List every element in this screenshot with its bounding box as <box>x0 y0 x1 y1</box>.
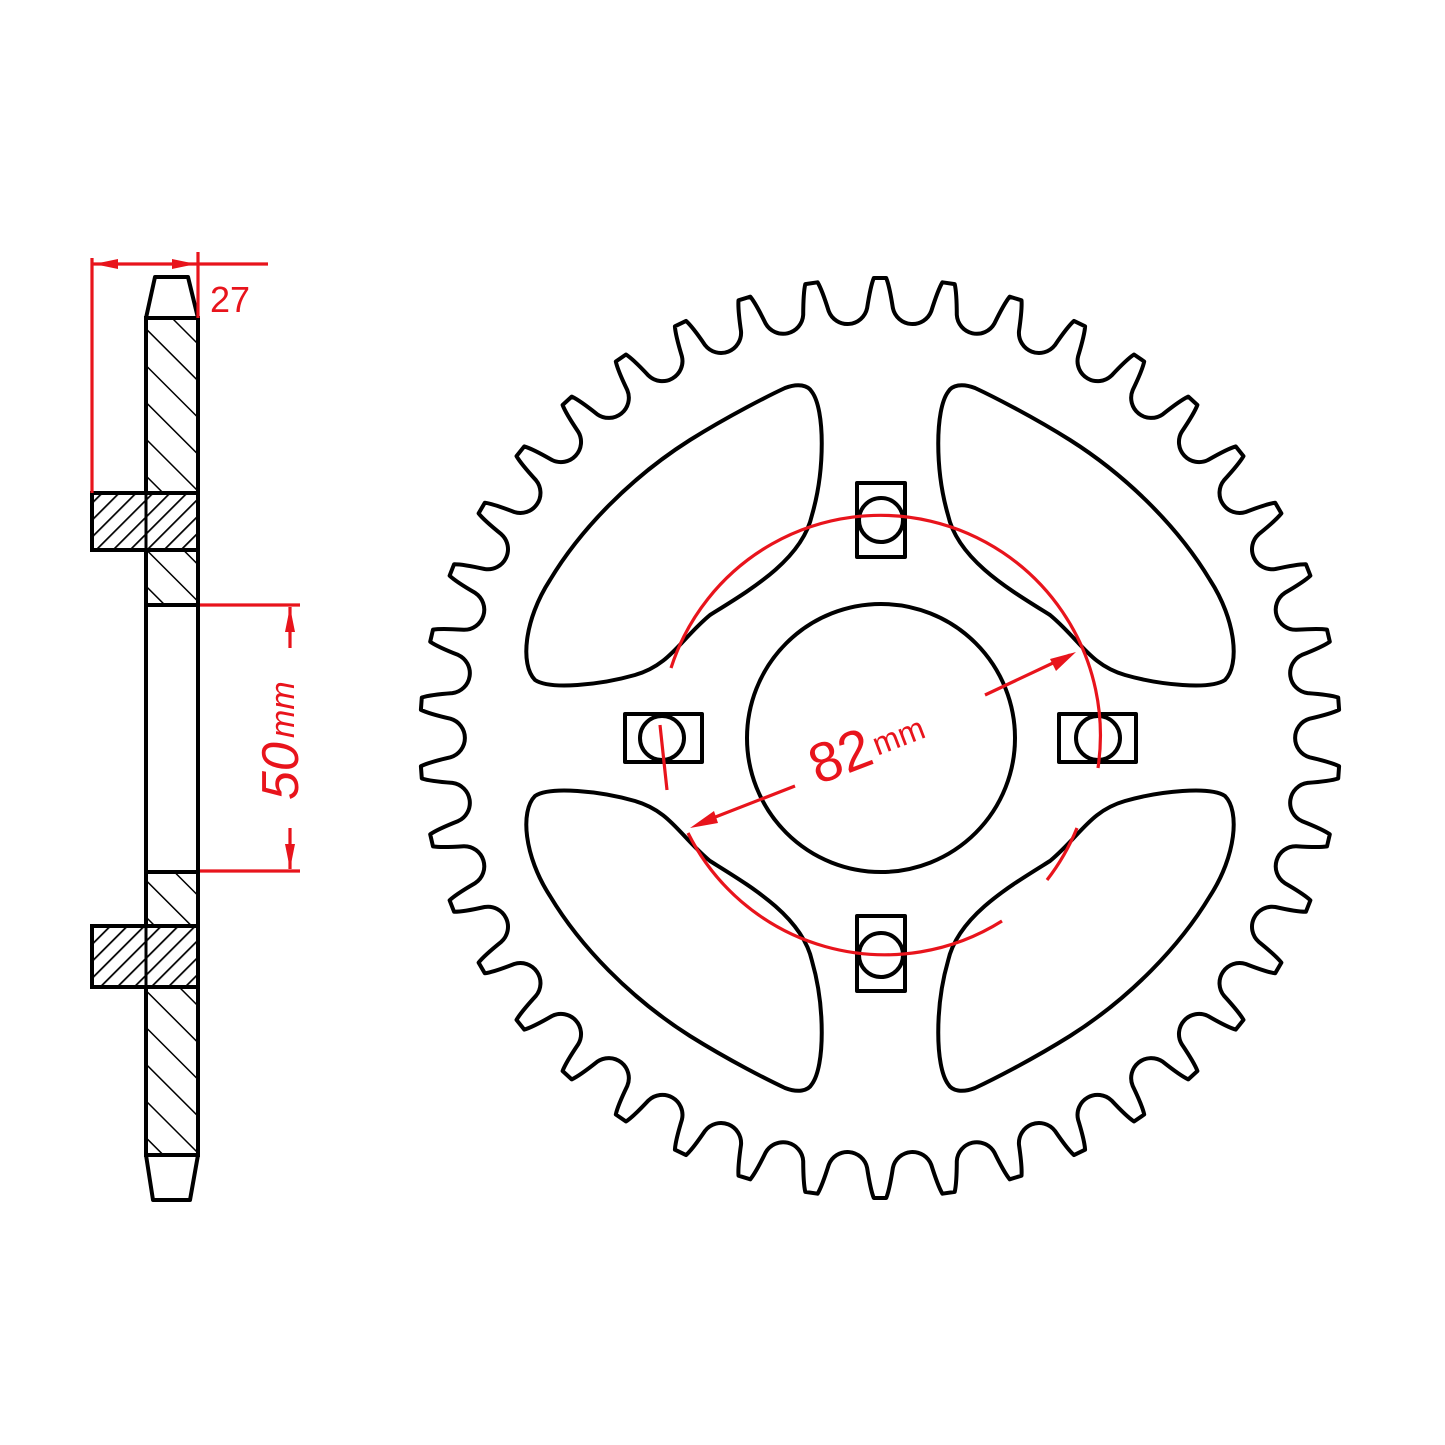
pcd-dimension: 82 mm <box>658 513 1103 957</box>
side-bore-gap <box>144 603 200 874</box>
side-view <box>90 275 200 1202</box>
side-tooth-bottom <box>144 1153 200 1202</box>
pcd-label-unit: mm <box>867 710 930 763</box>
side-plate-lower <box>144 985 200 1157</box>
thickness-label: 27 <box>210 279 250 320</box>
cutouts <box>524 383 1236 1093</box>
bolt-hole-top <box>855 481 907 559</box>
side-tooth-top <box>144 275 200 320</box>
cutout-lower-left <box>524 788 824 1093</box>
front-view: 82 mm <box>418 276 1342 1200</box>
cutout-upper-left <box>524 383 824 688</box>
thickness-dimension: 27 <box>90 252 268 493</box>
side-plate-upper-hub <box>144 548 200 607</box>
bore-label-value: 50 <box>252 742 310 800</box>
bore-label-unit: mm <box>264 681 302 738</box>
side-plate-lower-hub <box>144 870 200 928</box>
bolt-hole-right <box>1057 712 1138 764</box>
side-plate-upper <box>144 316 200 495</box>
center-bore <box>745 602 1017 874</box>
cutout-lower-right <box>936 788 1236 1093</box>
bore-dimension: 50 mm <box>200 603 310 873</box>
sprocket-teeth-outline <box>418 276 1342 1200</box>
cutout-upper-right <box>936 383 1236 688</box>
